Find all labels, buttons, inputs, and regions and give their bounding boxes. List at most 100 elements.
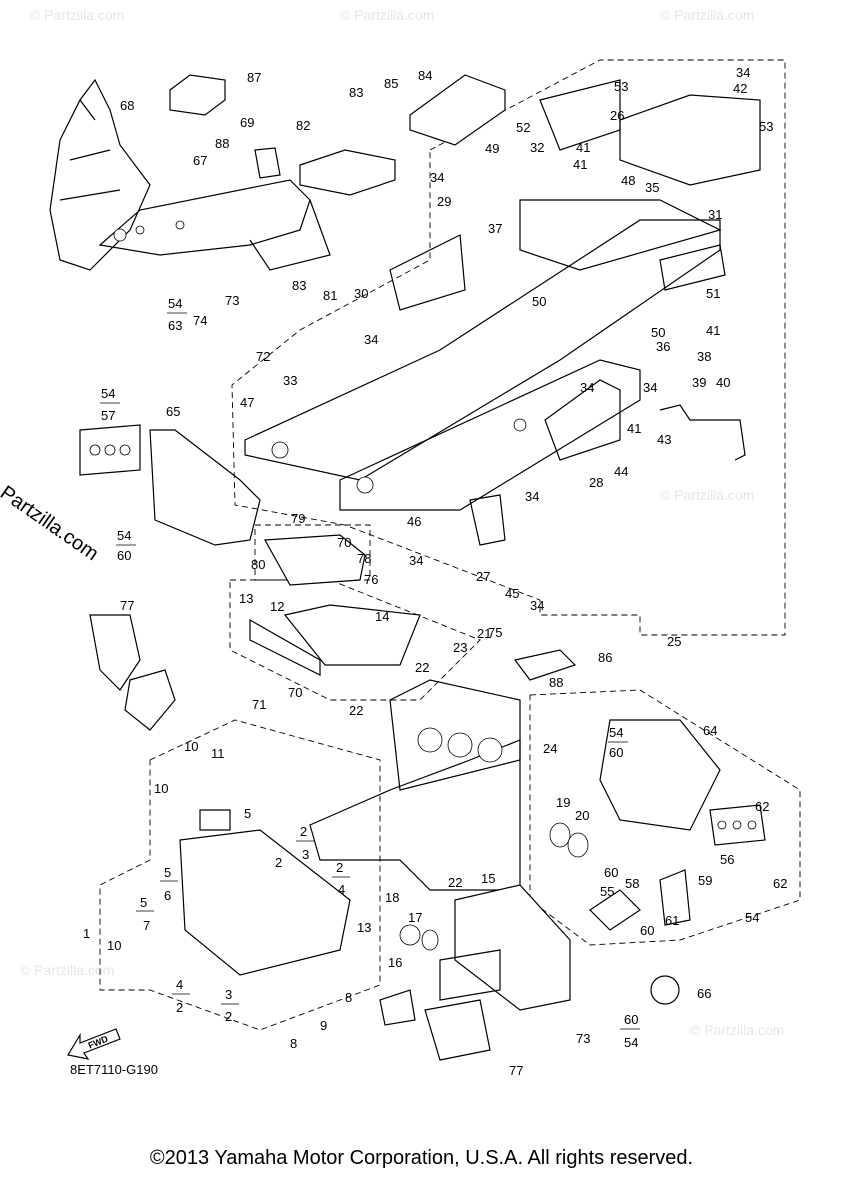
callout-85: 85 [384, 76, 398, 91]
copyright-notice: ©2013 Yamaha Motor Corporation, U.S.A. A… [149, 1147, 694, 1169]
callout-2: 2 [176, 1000, 183, 1015]
callout-5: 5 [140, 895, 147, 910]
callout-20: 20 [575, 808, 589, 823]
callout-80: 80 [251, 557, 265, 572]
watermark: © Partzilla.com [340, 7, 434, 23]
callout-44: 44 [614, 464, 628, 479]
callout-82: 82 [296, 118, 310, 133]
callout-68: 68 [120, 98, 134, 113]
callout-14: 14 [375, 609, 389, 624]
callout-18: 18 [385, 890, 399, 905]
callout-1: 1 [83, 926, 90, 941]
callout-81: 81 [323, 288, 337, 303]
callout-83: 83 [292, 278, 306, 293]
tunnel-frame [244, 79, 761, 546]
callout-55: 55 [600, 884, 614, 899]
callout-43: 43 [657, 432, 671, 447]
callout-50: 50 [651, 325, 665, 340]
callout-5: 5 [244, 806, 251, 821]
callout-88: 88 [215, 136, 229, 151]
callout-27: 27 [476, 569, 490, 584]
callout-75: 75 [488, 625, 502, 640]
callout-17: 17 [408, 910, 422, 925]
plates-and-brackets [169, 74, 506, 196]
callout-7: 7 [143, 918, 150, 933]
callout-78: 78 [357, 551, 371, 566]
callout-23: 23 [453, 640, 467, 655]
callout-71: 71 [252, 697, 266, 712]
callout-73: 73 [576, 1031, 590, 1046]
callout-66: 66 [697, 986, 711, 1001]
callout-33: 33 [283, 373, 297, 388]
watermark: © Partzilla.com [690, 1022, 784, 1038]
callout-36: 36 [656, 339, 670, 354]
callout-25: 25 [667, 634, 681, 649]
callout-76: 76 [364, 572, 378, 587]
callout-45: 45 [505, 586, 519, 601]
callout-54: 54 [117, 528, 131, 543]
callout-2: 2 [275, 855, 282, 870]
callout-29: 29 [437, 194, 451, 209]
watermark: © Partzilla.com [20, 962, 114, 978]
callout-60: 60 [640, 923, 654, 938]
callout-64: 64 [703, 723, 717, 738]
callout-26: 26 [610, 108, 624, 123]
callout-83: 83 [349, 85, 363, 100]
callout-49: 49 [485, 141, 499, 156]
callout-48: 48 [621, 173, 635, 188]
watermark: © Partzilla.com [660, 7, 754, 23]
callout-67: 67 [193, 153, 207, 168]
lower-frame [89, 614, 680, 1061]
callout-41: 41 [627, 421, 641, 436]
callout-72: 72 [256, 349, 270, 364]
callout-53: 53 [759, 119, 773, 134]
callout-77: 77 [509, 1063, 523, 1078]
callout-59: 59 [698, 873, 712, 888]
bracket-group-54-outline [529, 689, 801, 946]
callout-6: 6 [164, 888, 171, 903]
callout-13: 13 [239, 591, 253, 606]
callout-42: 42 [733, 81, 747, 96]
watermark: © Partzilla.com [660, 487, 754, 503]
callout-10: 10 [184, 739, 198, 754]
callout-61: 61 [665, 913, 679, 928]
callout-54: 54 [624, 1035, 638, 1050]
callout-54: 54 [168, 296, 182, 311]
callout-15: 15 [481, 871, 495, 886]
callout-51: 51 [706, 286, 720, 301]
callout-34: 34 [580, 380, 594, 395]
callout-60: 60 [609, 745, 623, 760]
callout-22: 22 [448, 875, 462, 890]
callout-2: 2 [336, 860, 343, 875]
callout-28: 28 [589, 475, 603, 490]
callout-34: 34 [643, 380, 657, 395]
front-frame-assembly [49, 78, 331, 271]
callout-22: 22 [349, 703, 363, 718]
callout-74: 74 [193, 313, 207, 328]
callout-2: 2 [225, 1009, 232, 1024]
callout-10: 10 [107, 938, 121, 953]
callout-12: 12 [270, 599, 284, 614]
callout-3: 3 [302, 847, 309, 862]
callout-31: 31 [708, 207, 722, 222]
callout-8: 8 [345, 990, 352, 1005]
bracket-group-78-outline [254, 524, 371, 581]
left-brackets [79, 424, 261, 546]
callout-62: 62 [773, 876, 787, 891]
callout-10: 10 [154, 781, 168, 796]
front-group-outline [99, 719, 381, 1031]
callout-34: 34 [525, 489, 539, 504]
callout-54: 54 [609, 725, 623, 740]
callout-60: 60 [117, 548, 131, 563]
callout-86: 86 [598, 650, 612, 665]
right-brackets [589, 719, 766, 931]
callout-34: 34 [430, 170, 444, 185]
callout-37: 37 [488, 221, 502, 236]
callout-40: 40 [716, 375, 730, 390]
callout-21: 21 [477, 626, 491, 641]
callout-30: 30 [354, 286, 368, 301]
callout-2: 2 [300, 824, 307, 839]
callout-9: 9 [320, 1018, 327, 1033]
callout-60: 60 [624, 1012, 638, 1027]
callout-70: 70 [337, 535, 351, 550]
